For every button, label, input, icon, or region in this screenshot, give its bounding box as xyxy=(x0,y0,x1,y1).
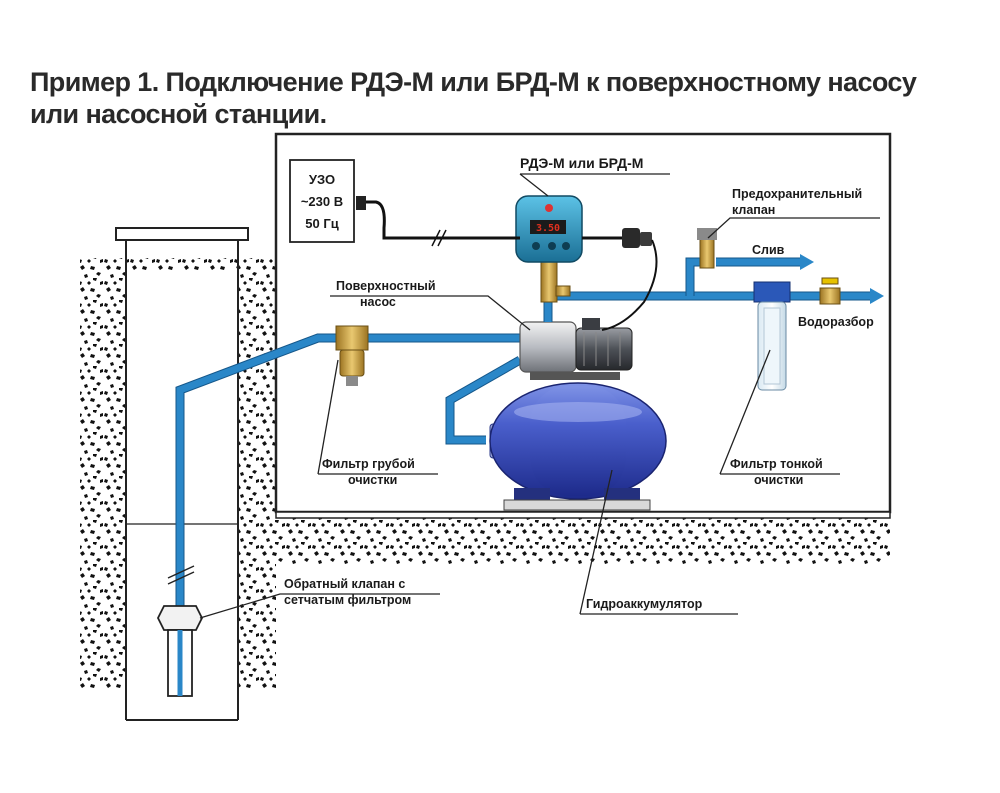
coarse-filter xyxy=(335,325,369,386)
controller-label: РДЭ-М или БРД-М xyxy=(520,155,643,171)
fine-filter-label-line1: Фильтр тонкой xyxy=(730,457,823,471)
check-valve xyxy=(156,605,204,697)
tap-label: Водоразбор xyxy=(798,315,874,329)
pump-cable xyxy=(582,228,658,331)
drain-label: Слив xyxy=(752,243,785,257)
check-valve-label-line2: сетчатым фильтром xyxy=(284,593,411,607)
uzo-voltage: ~230 В xyxy=(301,194,343,209)
uzo-label: УЗО xyxy=(309,172,335,187)
surface-pump-label-line1: Поверхностный xyxy=(336,279,436,293)
soil-well-right xyxy=(238,258,276,690)
controller-fitting xyxy=(540,257,571,303)
accumulator-label: Гидроаккумулятор xyxy=(586,597,703,611)
uzo-frequency: 50 Гц xyxy=(305,216,338,231)
soil-surface-left xyxy=(80,258,276,270)
surface-pump-label-line2: насос xyxy=(360,295,396,309)
house-floor xyxy=(275,511,891,519)
hydro-accumulator xyxy=(489,382,667,511)
safety-valve-label-line1: Предохранительный xyxy=(732,187,862,201)
safety-valve-label-line2: клапан xyxy=(732,203,775,217)
coarse-filter-label-line2: очистки xyxy=(348,473,397,487)
diagram-title: Пример 1. Подключение РДЭ-М или БРД-М к … xyxy=(30,66,990,130)
safety-valve xyxy=(697,228,717,269)
title-line-2: или насосной станции. xyxy=(30,99,327,129)
check-valve-label-line1: Обратный клапан с xyxy=(284,577,405,591)
coarse-filter-label-line1: Фильтр грубой xyxy=(322,457,415,471)
power-cable xyxy=(356,196,520,247)
fine-filter xyxy=(753,281,791,391)
controller-display: 3.50 xyxy=(536,223,560,234)
surface-pump xyxy=(519,318,633,380)
tank-pipe xyxy=(445,356,523,445)
soil-under-house xyxy=(238,518,890,564)
suction-pipe xyxy=(167,333,520,690)
fine-filter-label-line2: очистки xyxy=(754,473,803,487)
pressure-controller: 3.50 xyxy=(515,195,583,263)
soil-left xyxy=(80,258,126,690)
uzo-box: УЗО ~230 В 50 Гц xyxy=(289,159,355,243)
title-line-1: Пример 1. Подключение РДЭ-М или БРД-М к … xyxy=(30,67,917,97)
tap-valve xyxy=(819,277,841,305)
